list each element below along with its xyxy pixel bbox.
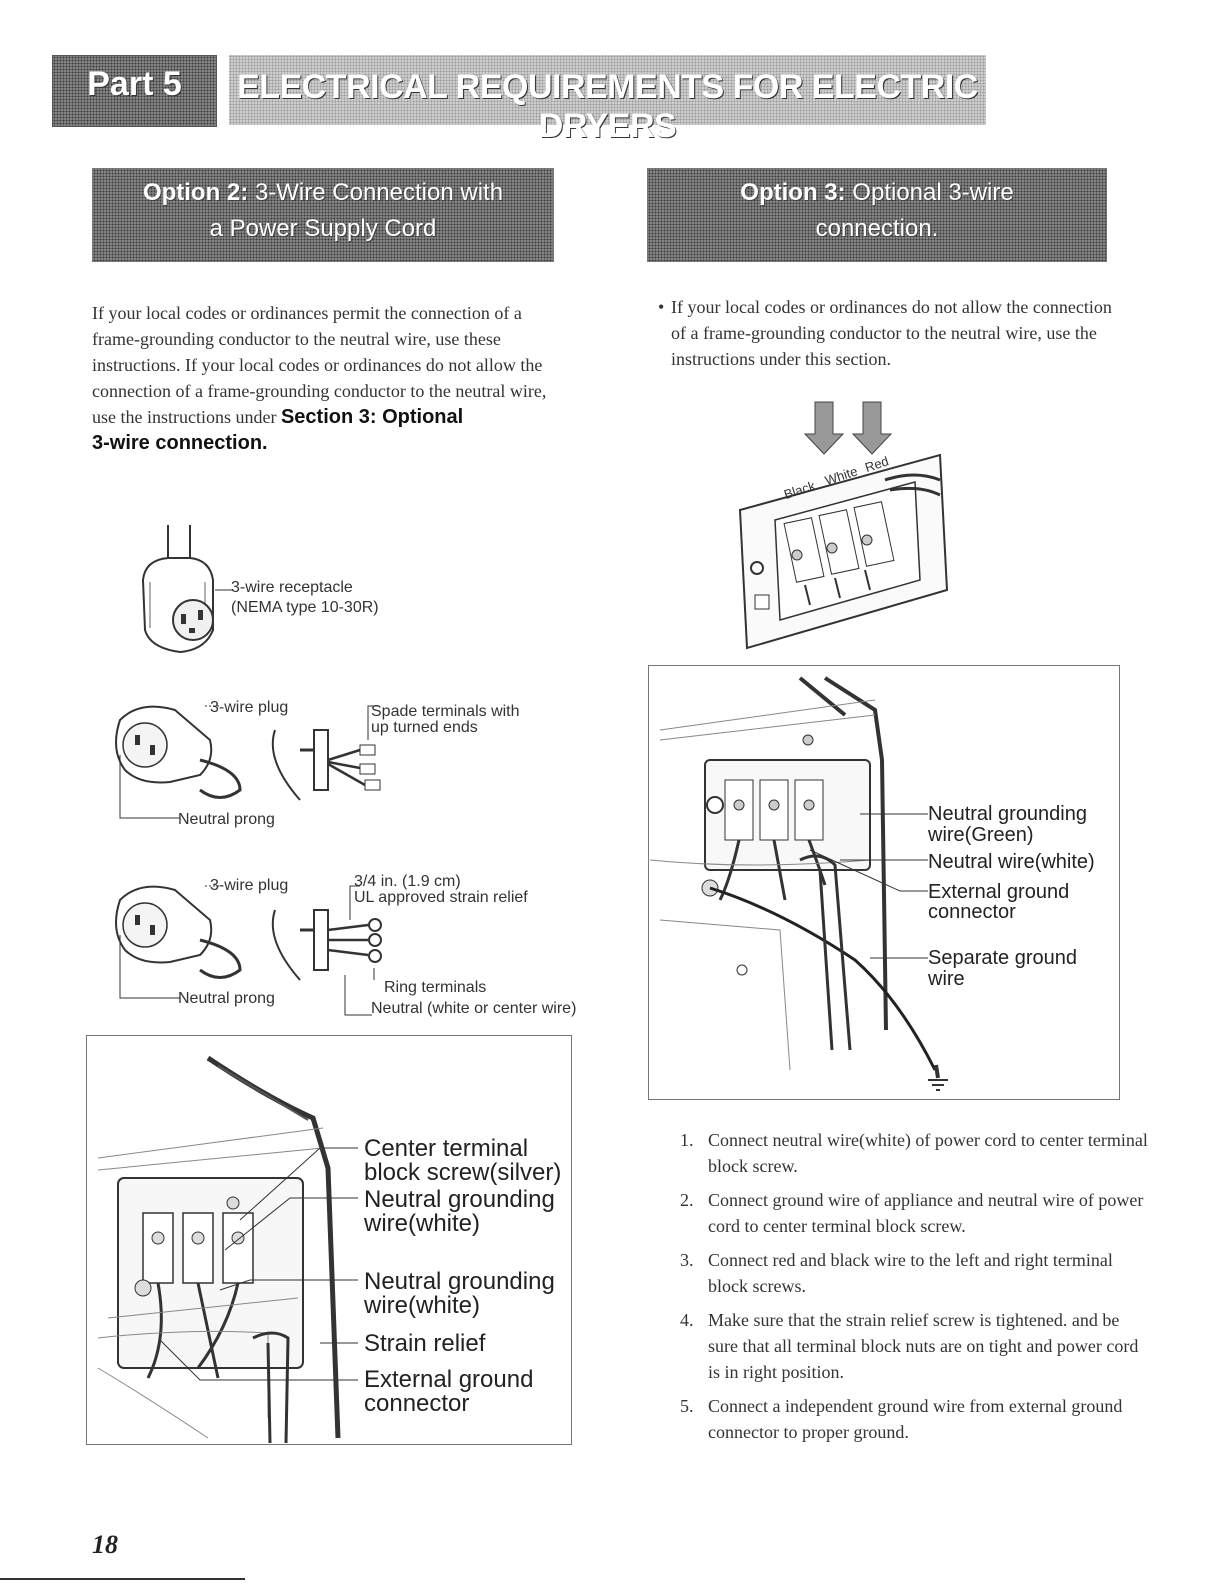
section3-reference-line2: 3-wire connection. [92,432,268,454]
option3-neutral-grounding-label-line2: wire(Green) [928,824,1034,846]
part-label: Part 5 [87,65,182,103]
option3-external-ground-label-line2: connector [928,901,1016,923]
separate-ground-label-line2: wire [928,968,965,990]
option3-tag: Option 3: [740,179,846,206]
separate-ground-label-line1: Separate ground [928,947,1078,969]
option3-terminal-panel-figure [648,665,1120,1100]
option3-steps-list: 1.Connect neutral wire(white) of power c… [680,1127,1150,1453]
option3-neutral-grounding-label-line1: Neutral grounding [928,803,1087,825]
list-item: 1.Connect neutral wire(white) of power c… [680,1130,1148,1176]
spade-terminals-label-line1: Spade terminals with [371,703,520,720]
option3-intro: • If your local codes or ordinances do n… [658,297,1112,369]
plug2-label: 3-wire plug [210,877,289,894]
plug1-label: 3-wire plug [210,699,289,716]
page-header-bar: ELECTRICAL REQUIREMENTS FOR ELECTRIC DRY… [229,55,986,145]
footer-rule [0,1578,245,1580]
external-ground-label-line1: External ground [364,1366,534,1393]
strain-relief-size-label: 3/4 in. (1.9 cm) [354,873,461,890]
option2-intro: If your local codes or ordinances permit… [92,303,547,454]
part-badge: Part 5 [52,55,217,127]
option3-terminal-block-illustration [738,401,949,650]
neutral-prong-label-1: Neutral prong [178,811,275,828]
ring-plug-illustration [115,885,382,981]
option3-ground-wire-illustration [649,676,948,1091]
neutral-grounding-b-label-line2: wire(white) [364,1292,481,1319]
receptacle-illustration [141,525,214,654]
center-terminal-label-line1: Center terminal [364,1135,529,1162]
list-item: 5.Connect a independent ground wire from… [680,1396,1123,1442]
list-item: 2.Connect ground wire of appliance and n… [680,1190,1144,1236]
neutral-grounding-a-label-line1: Neutral grounding [364,1186,555,1213]
section3-reference-line1: Section 3: Optional [280,406,464,428]
neutral-wire-label: Neutral (white or center wire) [371,1000,577,1017]
spade-plug-illustration [115,705,381,801]
list-item: 4.Make sure that the strain relief screw… [680,1310,1139,1382]
ring-terminals-label: Ring terminals [384,979,487,996]
page-number: 18 [92,1530,118,1559]
page-title: ELECTRICAL REQUIREMENTS FOR ELECTRIC DRY… [237,68,978,145]
center-terminal-label-line2: block screw(silver) [364,1159,562,1186]
option2-title-line2: a Power Supply Cord [209,215,437,242]
option2-terminal-block-illustration [97,1055,341,1444]
list-item: 3.Connect red and black wire to the left… [680,1250,1113,1296]
neutral-grounding-b-label-line1: Neutral grounding [364,1268,555,1295]
strain-relief-label: Strain relief [364,1330,486,1357]
option2-title-line1: 3-Wire Connection with [254,179,504,206]
receptacle-label-line1: 3-wire receptacle [231,579,353,596]
neutral-prong-label-2: Neutral prong [178,990,275,1007]
option3-title-line2: connection. [815,215,939,242]
option3-title-line1: Optional 3-wire [852,179,1014,206]
neutral-grounding-a-label-line2: wire(white) [364,1210,481,1237]
receptacle-label-line2: (NEMA type 10-30R) [231,599,379,616]
option2-header: Option 2: 3-Wire Connection with a Power… [92,168,554,262]
option2-terminal-panel-figure [86,1035,572,1445]
spade-terminals-label-line2: up turned ends [371,719,478,736]
option3-neutral-wire-label: Neutral wire(white) [928,851,1095,873]
option3-header: Option 3: Optional 3-wire connection. [647,168,1107,262]
external-ground-label-line2: connector [364,1390,470,1417]
strain-relief-type-label: UL approved strain relief [354,889,528,906]
option2-tag: Option 2: [142,179,249,206]
option3-external-ground-label-line1: External ground [928,881,1070,903]
